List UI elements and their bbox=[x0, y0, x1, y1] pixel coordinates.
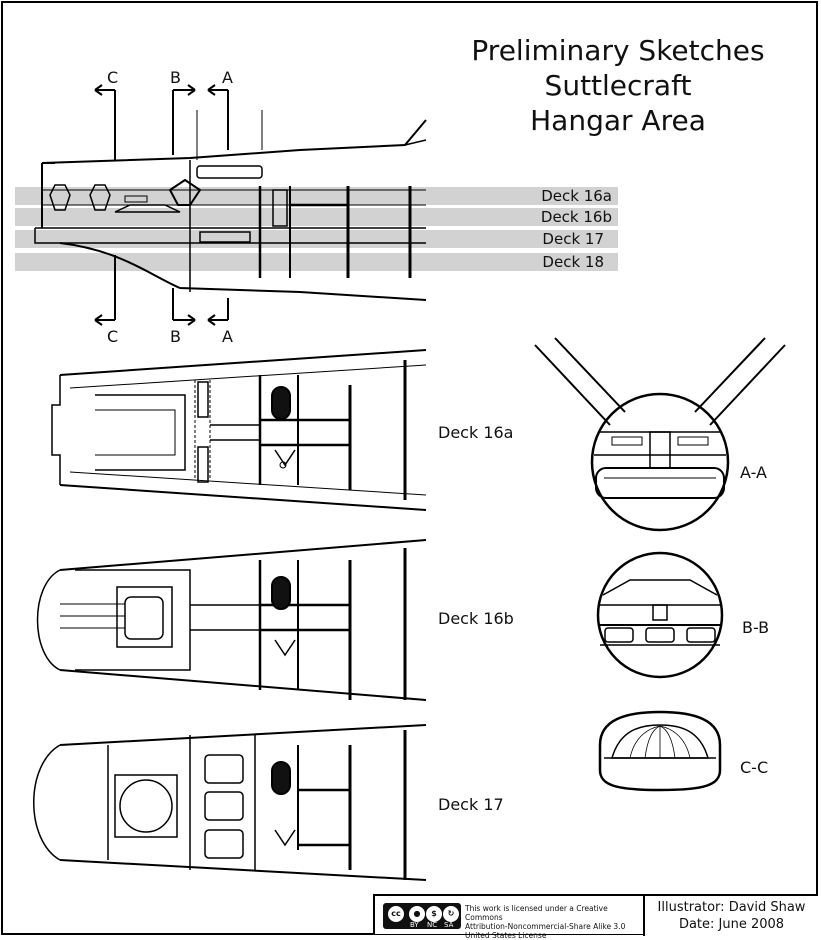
title-line-3: Hangar Area bbox=[530, 104, 706, 137]
section-label-b-b: B-B bbox=[742, 618, 770, 637]
badge-sa: SA bbox=[444, 921, 454, 929]
plan-label-deck-16b: Deck 16b bbox=[438, 609, 514, 628]
license-text: This work is licensed under a Creative C… bbox=[465, 904, 640, 940]
section-b-b bbox=[596, 551, 724, 679]
cut-lines-top bbox=[94, 84, 263, 160]
deck-band-label-17: Deck 17 bbox=[542, 230, 604, 248]
section-a-a bbox=[534, 337, 786, 532]
deck-band-label-16b: Deck 16b bbox=[540, 208, 612, 226]
cut-label-top-a: A bbox=[222, 68, 233, 87]
section-label-c-c: C-C bbox=[740, 758, 769, 777]
license-line-2[interactable]: Attribution-Noncommercial-Share Alike 3.… bbox=[465, 922, 626, 931]
sharealike-icon: ↻ bbox=[442, 905, 460, 923]
cut-label-bottom-b: B bbox=[170, 327, 181, 346]
cc-license-badge[interactable]: cc ● $ ↻ BY NC SA bbox=[383, 903, 461, 929]
deck-band-label-16a: Deck 16a bbox=[541, 187, 612, 205]
section-label-a-a: A-A bbox=[740, 463, 767, 482]
credits-block: Illustrator: David Shaw Date: June 2008 bbox=[643, 894, 818, 936]
illustrator-credit: Illustrator: David Shaw bbox=[657, 900, 806, 915]
cut-label-bottom-c: C bbox=[107, 327, 119, 346]
deck-bands bbox=[15, 182, 628, 277]
cut-label-bottom-a: A bbox=[222, 327, 233, 346]
license-line-3: United States License bbox=[465, 931, 547, 940]
plan-deck-16a bbox=[51, 349, 427, 511]
deck-band-label-18: Deck 18 bbox=[542, 253, 604, 271]
license-line-1: This work is licensed under a Creative C… bbox=[465, 904, 608, 922]
badge-by: BY bbox=[410, 921, 419, 929]
badge-nc: NC bbox=[427, 921, 438, 929]
cut-label-top-c: C bbox=[107, 68, 119, 87]
cut-label-top-b: B bbox=[170, 68, 181, 87]
title-line-1: Preliminary Sketches bbox=[471, 34, 765, 67]
drawing-date: Date: June 2008 bbox=[678, 917, 785, 932]
plan-deck-17 bbox=[33, 724, 427, 881]
cut-lines-bottom bbox=[94, 255, 229, 326]
plan-deck-16b bbox=[36, 539, 427, 701]
title-line-2: Suttlecraft bbox=[544, 69, 692, 102]
license-block: cc ● $ ↻ BY NC SA This work is licensed … bbox=[373, 894, 643, 940]
cc-icon: cc bbox=[387, 905, 405, 923]
noncommercial-icon: $ bbox=[425, 905, 443, 923]
plan-label-deck-16a: Deck 16a bbox=[438, 423, 514, 442]
section-c-c bbox=[598, 710, 722, 792]
plan-label-deck-17: Deck 17 bbox=[438, 795, 504, 814]
side-profile bbox=[34, 119, 427, 301]
